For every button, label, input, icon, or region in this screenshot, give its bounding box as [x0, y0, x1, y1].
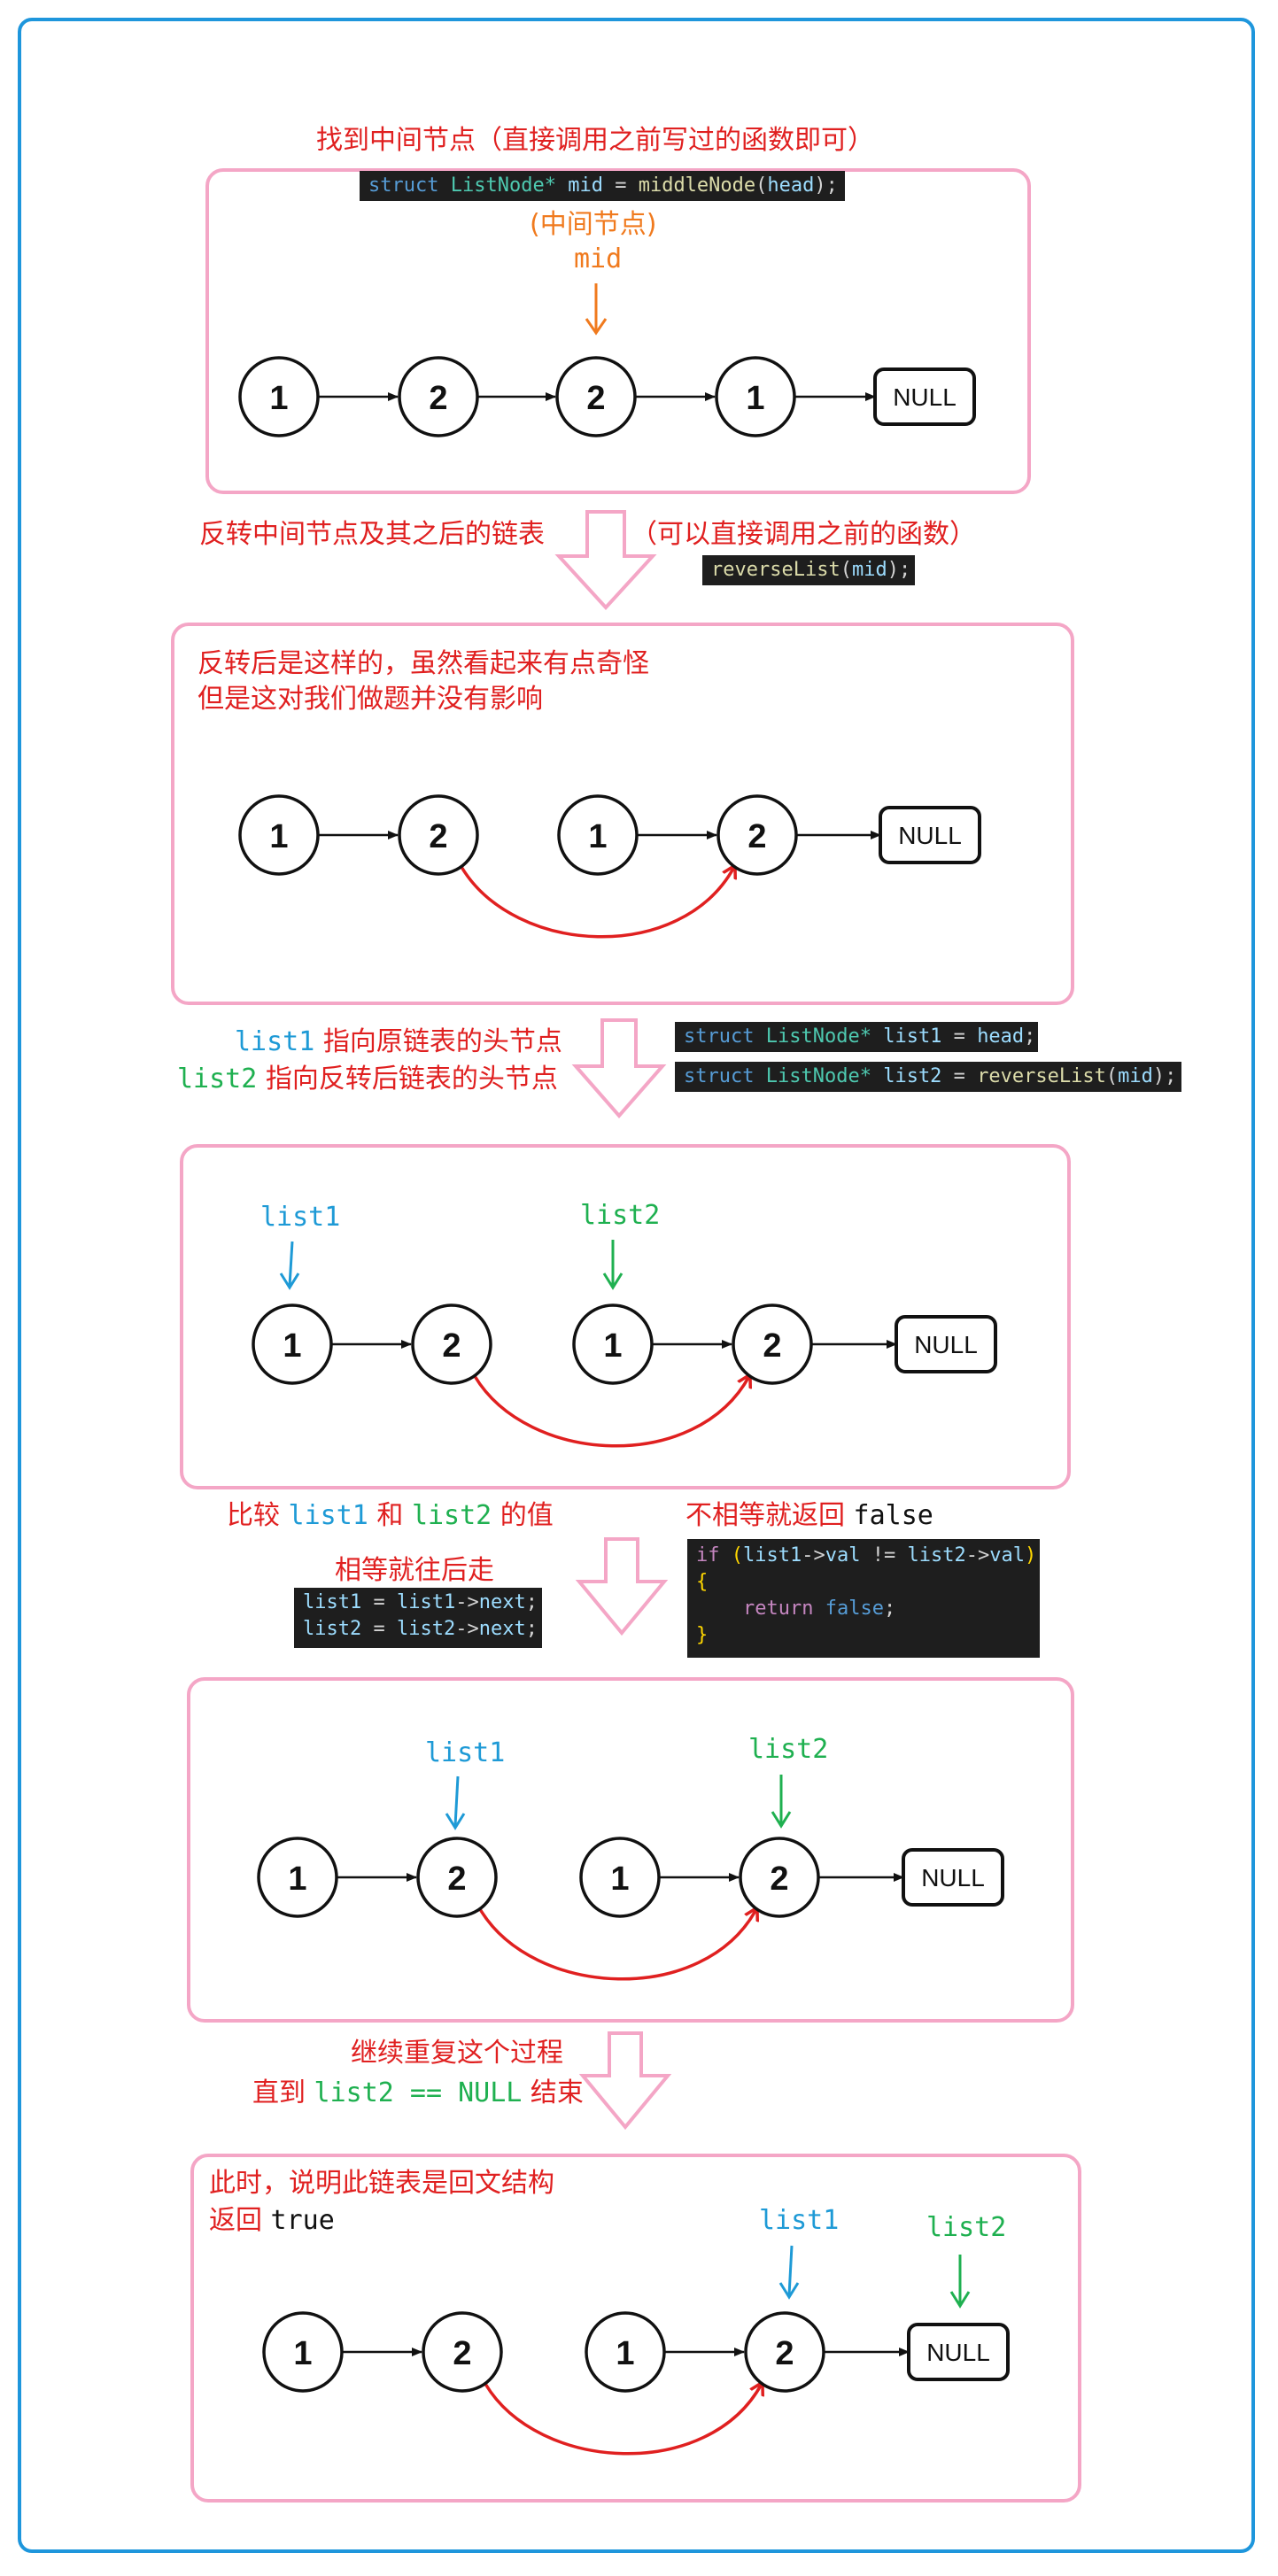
step5-curved-link	[484, 2384, 762, 2456]
step5-list2-label: list2	[926, 2212, 1007, 2243]
step3-list1-pointer	[288, 1241, 294, 1287]
down-arrow-4	[578, 2031, 672, 2131]
svg-text:1: 1	[610, 1860, 629, 1898]
step4-next-code: list1 = list1->next; list2 = list2->next…	[294, 1588, 542, 1648]
step3-null-box: NULL	[895, 1315, 997, 1373]
step5-result-line1: 此时，说明此链表是回文结构	[209, 2168, 554, 2199]
svg-text:2: 2	[429, 380, 447, 417]
step4-list2-label: list2	[748, 1734, 829, 1765]
svg-text:2: 2	[453, 2335, 471, 2372]
svg-text:1: 1	[746, 380, 764, 417]
down-arrow-2	[571, 1018, 667, 1119]
step1-panel	[205, 168, 1031, 494]
step2-note: （可以直接调用之前的函数）	[631, 519, 976, 550]
step2-code: reverseList(mid);	[702, 555, 915, 585]
down-arrow-3	[575, 1537, 669, 1636]
step4-node-1: 2	[416, 1837, 498, 1918]
step2-desc-line1: 反转后是这样的，虽然看起来有点奇怪	[198, 648, 649, 679]
svg-text:2: 2	[775, 2335, 794, 2372]
step5-list1-pointer	[787, 2245, 794, 2296]
step4-list1-pointer	[453, 1775, 460, 1827]
step4-node-3: 2	[739, 1837, 820, 1918]
svg-text:NULL: NULL	[914, 1331, 978, 1358]
step2-action: 反转中间节点及其之后的链表	[199, 519, 545, 550]
step4-null-box: NULL	[902, 1848, 1004, 1907]
step5-until: 直到 list2 == NULL 结束	[252, 2077, 584, 2108]
step4-curved-link	[478, 1909, 756, 1981]
step4-unequal-text: 不相等就返回 false	[685, 1500, 933, 1531]
step5-node-0: 1	[262, 2311, 344, 2393]
step3-node-1: 2	[411, 1303, 492, 1385]
step1-node-0: 1	[238, 356, 320, 437]
svg-text:1: 1	[588, 818, 607, 855]
svg-text:2: 2	[586, 380, 605, 417]
step1-code: struct ListNode* mid = middleNode(head);	[360, 171, 845, 201]
svg-text:2: 2	[447, 1860, 466, 1898]
step2-null-box: NULL	[879, 806, 981, 864]
step4-equal-text: 相等就往后走	[335, 1555, 494, 1586]
step2-node-3: 2	[716, 794, 798, 876]
step2-desc-line2: 但是这对我们做题并没有影响	[198, 684, 543, 715]
svg-text:1: 1	[269, 380, 288, 417]
svg-text:NULL: NULL	[926, 2339, 990, 2366]
step3-node-3: 2	[732, 1303, 813, 1385]
down-arrow-1	[554, 510, 657, 610]
svg-text:2: 2	[429, 818, 447, 855]
svg-text:NULL: NULL	[921, 1864, 985, 1891]
svg-text:2: 2	[747, 818, 766, 855]
step2-node-2: 1	[557, 794, 639, 876]
step2-node-1: 2	[398, 794, 479, 876]
step5-list1-label: list1	[759, 2205, 840, 2236]
svg-text:2: 2	[442, 1327, 461, 1365]
step2-curved-link	[460, 867, 734, 939]
step5-node-2: 1	[585, 2311, 666, 2393]
step5-node-1: 2	[422, 2311, 503, 2393]
step3-line1: list1 指向原链表的头节点	[235, 1026, 562, 1057]
mid-note: (中间节点)	[530, 209, 657, 240]
step3-node-0: 1	[252, 1303, 333, 1385]
step2-node-0: 1	[238, 794, 320, 876]
svg-text:NULL: NULL	[898, 822, 962, 849]
svg-text:1: 1	[603, 1327, 622, 1365]
step1-node-2: 2	[555, 356, 637, 437]
step4-node-2: 1	[579, 1837, 661, 1918]
step1-node-3: 1	[715, 356, 796, 437]
step5-node-3: 2	[744, 2311, 825, 2393]
step4-if-code: if (list1->val != list2->val) { return f…	[687, 1539, 1040, 1658]
step5-repeat-text: 继续重复这个过程	[351, 2038, 563, 2069]
step1-node-1: 2	[398, 356, 479, 437]
step3-list1-label: list1	[260, 1202, 341, 1233]
step3-code2: struct ListNode* list2 = reverseList(mid…	[675, 1062, 1181, 1092]
svg-text:2: 2	[763, 1327, 781, 1365]
svg-text:1: 1	[283, 1327, 301, 1365]
step1-null-box: NULL	[873, 367, 976, 426]
mid-label: mid	[574, 244, 623, 275]
step4-list1-label: list1	[425, 1737, 506, 1768]
step3-line2: list2 指向反转后链表的头节点	[177, 1064, 558, 1095]
step3-code1: struct ListNode* list1 = head;	[675, 1022, 1038, 1052]
step4-compare: 比较 list1 和 list2 的值	[227, 1500, 554, 1531]
step3-list2-label: list2	[580, 1200, 661, 1231]
svg-text:2: 2	[770, 1860, 788, 1898]
svg-text:NULL: NULL	[893, 383, 957, 411]
step3-curved-link	[473, 1376, 749, 1448]
svg-text:1: 1	[269, 818, 288, 855]
step1-title: 找到中间节点（直接调用之前写过的函数即可）	[316, 125, 874, 156]
svg-text:1: 1	[293, 2335, 312, 2372]
step5-result-line2: 返回 true	[209, 2205, 335, 2236]
step5-null-box: NULL	[907, 2323, 1010, 2381]
step4-node-0: 1	[257, 1837, 338, 1918]
svg-text:1: 1	[288, 1860, 306, 1898]
step3-node-2: 1	[572, 1303, 654, 1385]
svg-text:1: 1	[616, 2335, 634, 2372]
